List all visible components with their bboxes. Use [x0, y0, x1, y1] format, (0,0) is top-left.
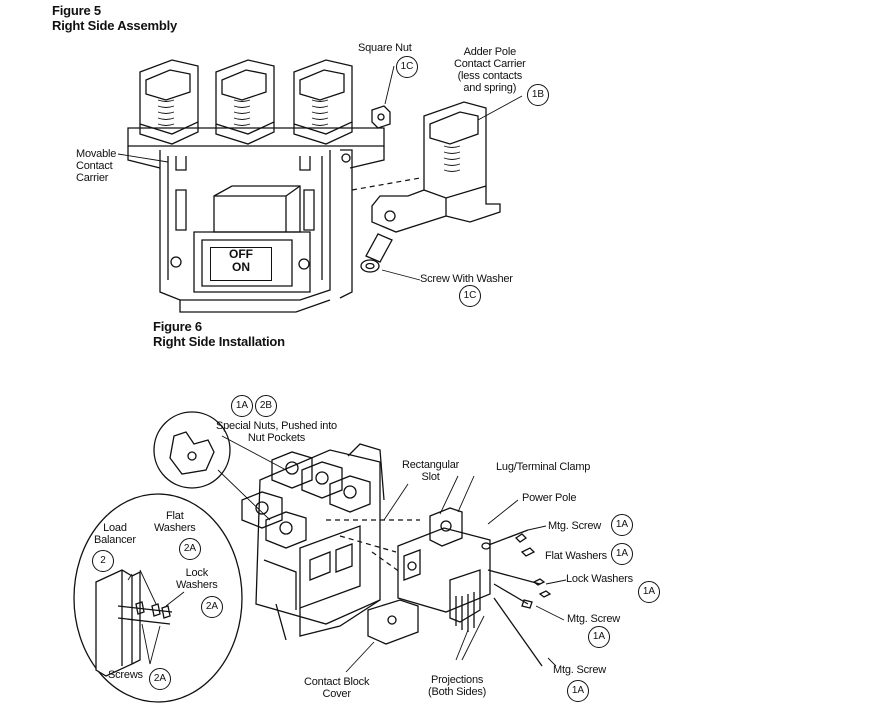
figure5-title: Right Side Assembly: [52, 18, 178, 33]
label-projections: Projections (Both Sides): [428, 674, 487, 698]
label-mtg-screw-2: Mtg. Screw: [567, 613, 621, 625]
callout-adder-pole: 1B: [527, 84, 549, 106]
fig6-power-pole: [397, 475, 519, 661]
callout-mtg-screw-3: 1A: [567, 680, 589, 702]
label-square-nut: Square Nut: [358, 42, 412, 54]
fig5-contact-cradle-3: [293, 59, 353, 145]
callout-special-nuts-b: 2B: [255, 395, 277, 417]
fig5-carrier-frame: [127, 127, 385, 313]
callout-lock-washers-2: 2A: [201, 596, 223, 618]
fig5-alignment-dashes: [351, 177, 421, 191]
callout-flat-washers-1: 1A: [611, 543, 633, 565]
label-contact-block-cover: Contact Block Cover: [304, 676, 370, 700]
fig5-square-nut: [371, 65, 395, 129]
label-flat-washers-2: Flat Washers: [154, 510, 196, 534]
callout-lock-washers-1: 1A: [638, 581, 660, 603]
fig5-leader-movable: [117, 153, 169, 163]
fig5-contact-cradle-1: [139, 59, 199, 145]
label-adder-pole: Adder Pole Contact Carrier (less contact…: [454, 46, 526, 94]
label-movable-carrier: Movable Contact Carrier: [76, 148, 117, 184]
callout-load-balancer: 2: [92, 550, 114, 572]
fig5-adder-pole-carrier: [371, 95, 523, 233]
on-label: ON: [232, 260, 250, 274]
label-load-balancer: Load Balancer: [94, 522, 136, 546]
fig5-screw-with-washer: [360, 233, 421, 281]
fig6-mtg-screws: [481, 525, 567, 667]
figure6-title: Right Side Installation: [153, 334, 285, 349]
off-on-indicator: OFF ON: [210, 247, 272, 281]
callout-flat-washers-2: 2A: [179, 538, 201, 560]
callout-mtg-screw-2: 1A: [588, 626, 610, 648]
label-screw-with-washer: Screw With Washer: [420, 273, 513, 285]
label-screws: Screws: [108, 669, 143, 681]
callout-screw-with-washer: 1C: [459, 285, 481, 307]
fig6-contact-block-cover: [345, 599, 419, 673]
label-mtg-screw-1: Mtg. Screw: [548, 520, 602, 532]
label-special-nuts: Special Nuts, Pushed into Nut Pockets: [216, 420, 337, 444]
label-lock-washers-2: Lock Washers: [176, 567, 218, 591]
callout-special-nuts-a: 1A: [231, 395, 253, 417]
off-label: OFF: [229, 247, 253, 261]
fig5-off-on-block: [193, 185, 311, 293]
fig6-nut-magnifier: [153, 411, 287, 521]
fig6-alignment-dashes: [326, 519, 420, 573]
fig6-contact-block: [241, 443, 409, 641]
label-rectangular-slot: Rectangular Slot: [402, 459, 460, 483]
label-mtg-screw-3: Mtg. Screw: [553, 664, 607, 676]
label-lug-terminal-clamp: Lug/Terminal Clamp: [496, 461, 591, 473]
callout-mtg-screw-1: 1A: [611, 514, 633, 536]
label-flat-washers-1: Flat Washers: [545, 550, 607, 562]
label-lock-washers-1: Lock Washers: [566, 573, 633, 585]
figure5-number: Figure 5: [52, 3, 101, 18]
figure6-number: Figure 6: [153, 319, 202, 334]
callout-square-nut: 1C: [396, 56, 418, 78]
label-power-pole: Power Pole: [522, 492, 577, 504]
callout-screws: 2A: [149, 668, 171, 690]
fig6-load-balancer-inset: [73, 493, 243, 703]
fig5-contact-cradle-2: [215, 59, 275, 145]
